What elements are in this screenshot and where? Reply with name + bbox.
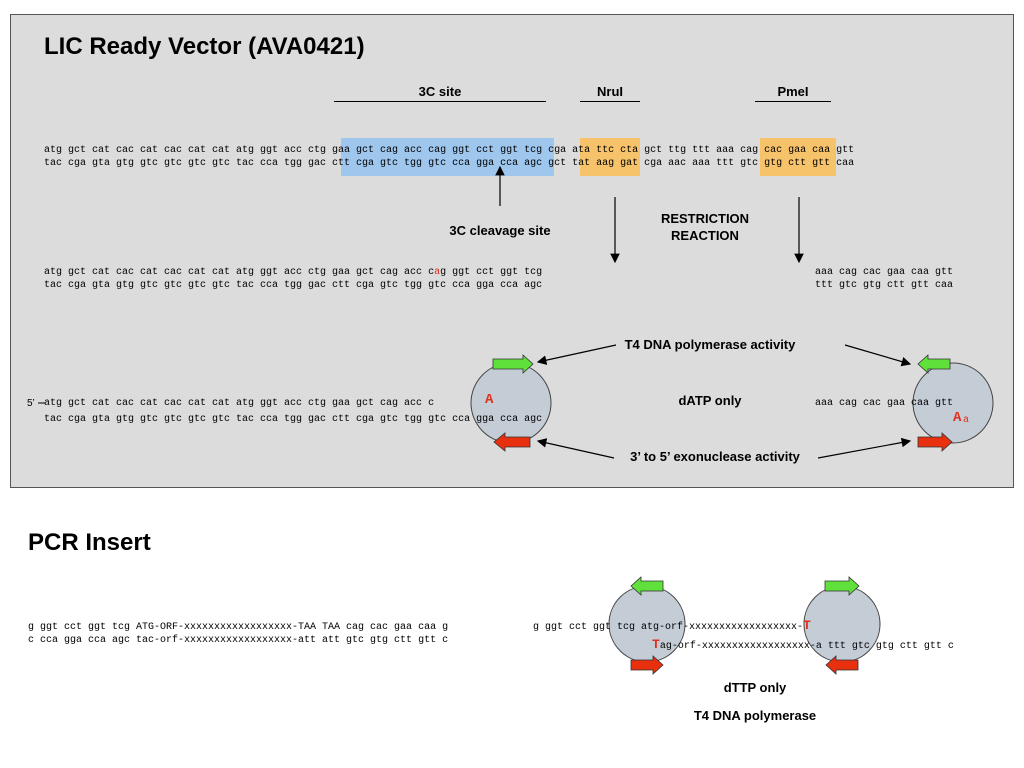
cut-seq-bottom-right: ttt gtc gtg ctt gtt caa <box>815 280 954 291</box>
insert-seq-left-bottom: c cca gga cca agc tac-orf-xxxxxxxxxxxxxx… <box>28 635 449 646</box>
pointer-exo-left <box>536 438 615 459</box>
exonuclease-arrow-right <box>917 432 953 452</box>
label-restriction-2: REACTION <box>671 228 739 243</box>
polymerase-arrow-right <box>917 354 951 374</box>
highlight-nrui <box>580 138 640 176</box>
pointer-exo-right <box>817 437 912 459</box>
label-3c-site: 3C site <box>418 84 462 99</box>
five-prime-label: 5’ <box>27 398 35 409</box>
cut-seq-red-base: a <box>434 267 441 278</box>
label-restriction-1: RESTRICTION <box>660 211 750 226</box>
rule-nrui <box>580 101 640 102</box>
added-t-bottom: T <box>652 637 660 652</box>
t4-enzyme-left <box>470 362 552 444</box>
cut-seq-bottom-left: tac cga gta gtg gtc gtc gtc gtc tac cca … <box>44 280 543 291</box>
exonuclease-arrow-insert-right <box>825 655 859 675</box>
highlight-pmei <box>760 138 836 176</box>
label-pmei: PmeI <box>777 84 809 99</box>
added-a-left: A <box>485 392 494 408</box>
insert-seq-right-bottom: Tag-orf-xxxxxxxxxxxxxxxxxx-a ttt gtc gtg… <box>652 637 954 652</box>
polymerase-arrow-insert-left <box>630 576 664 596</box>
label-exonuclease-activity: 3’ to 5’ exonuclease activity <box>630 449 800 464</box>
vector-title: LIC Ready Vector (AVA0421) <box>44 33 365 60</box>
label-nrui: NruI <box>597 84 623 99</box>
label-t4-activity: T4 DNA polymerase activity <box>624 337 796 352</box>
pointer-t4-left <box>536 344 617 365</box>
vector-seq-top: atg gct cat cac cat cac cat cat atg ggt … <box>44 145 855 156</box>
insert-title: PCR Insert <box>28 529 151 556</box>
added-a-right: A <box>953 410 962 426</box>
label-3c-cleavage: 3C cleavage site <box>449 223 551 238</box>
cut-seq-top-left: atg gct cat cac cat cac cat cat atg ggt … <box>44 267 543 278</box>
exonuclease-arrow-insert-left <box>630 655 664 675</box>
cut-seq-top-right: aaa cag cac gaa caa gtt <box>815 267 954 278</box>
polymerase-arrow-left <box>492 354 534 374</box>
rule-pmei <box>755 101 831 102</box>
insert-seq-left-top: g ggt cct ggt tcg ATG-ORF-xxxxxxxxxxxxxx… <box>28 622 449 633</box>
added-t-top: T <box>803 618 811 633</box>
added-a-right-small: a <box>963 415 970 426</box>
rule-3c-site <box>334 101 546 102</box>
exonuclease-arrow-left <box>493 432 531 452</box>
highlight-3c-site <box>341 138 554 176</box>
t4-enzyme-right <box>912 362 994 444</box>
insert-seq-right-top: g ggt cct ggt tcg atg-orf-xxxxxxxxxxxxxx… <box>533 618 811 633</box>
label-t4-polymerase: T4 DNA polymerase <box>693 708 817 723</box>
pointer-t4-right <box>844 344 912 367</box>
polymerase-arrow-insert-right <box>824 576 860 596</box>
label-dttp-only: dTTP only <box>723 680 787 695</box>
t4-seq-top-left: atg gct cat cac cat cac cat cat atg ggt … <box>44 398 435 409</box>
t4-seq-top-right: aaa cag cac gaa caa gtt <box>815 398 954 409</box>
vector-seq-bottom: tac cga gta gtg gtc gtc gtc gtc tac cca … <box>44 158 855 169</box>
label-datp-only: dATP only <box>678 393 742 408</box>
t4-seq-bottom-left: tac cga gta gtg gtc gtc gtc gtc tac cca … <box>44 414 543 425</box>
